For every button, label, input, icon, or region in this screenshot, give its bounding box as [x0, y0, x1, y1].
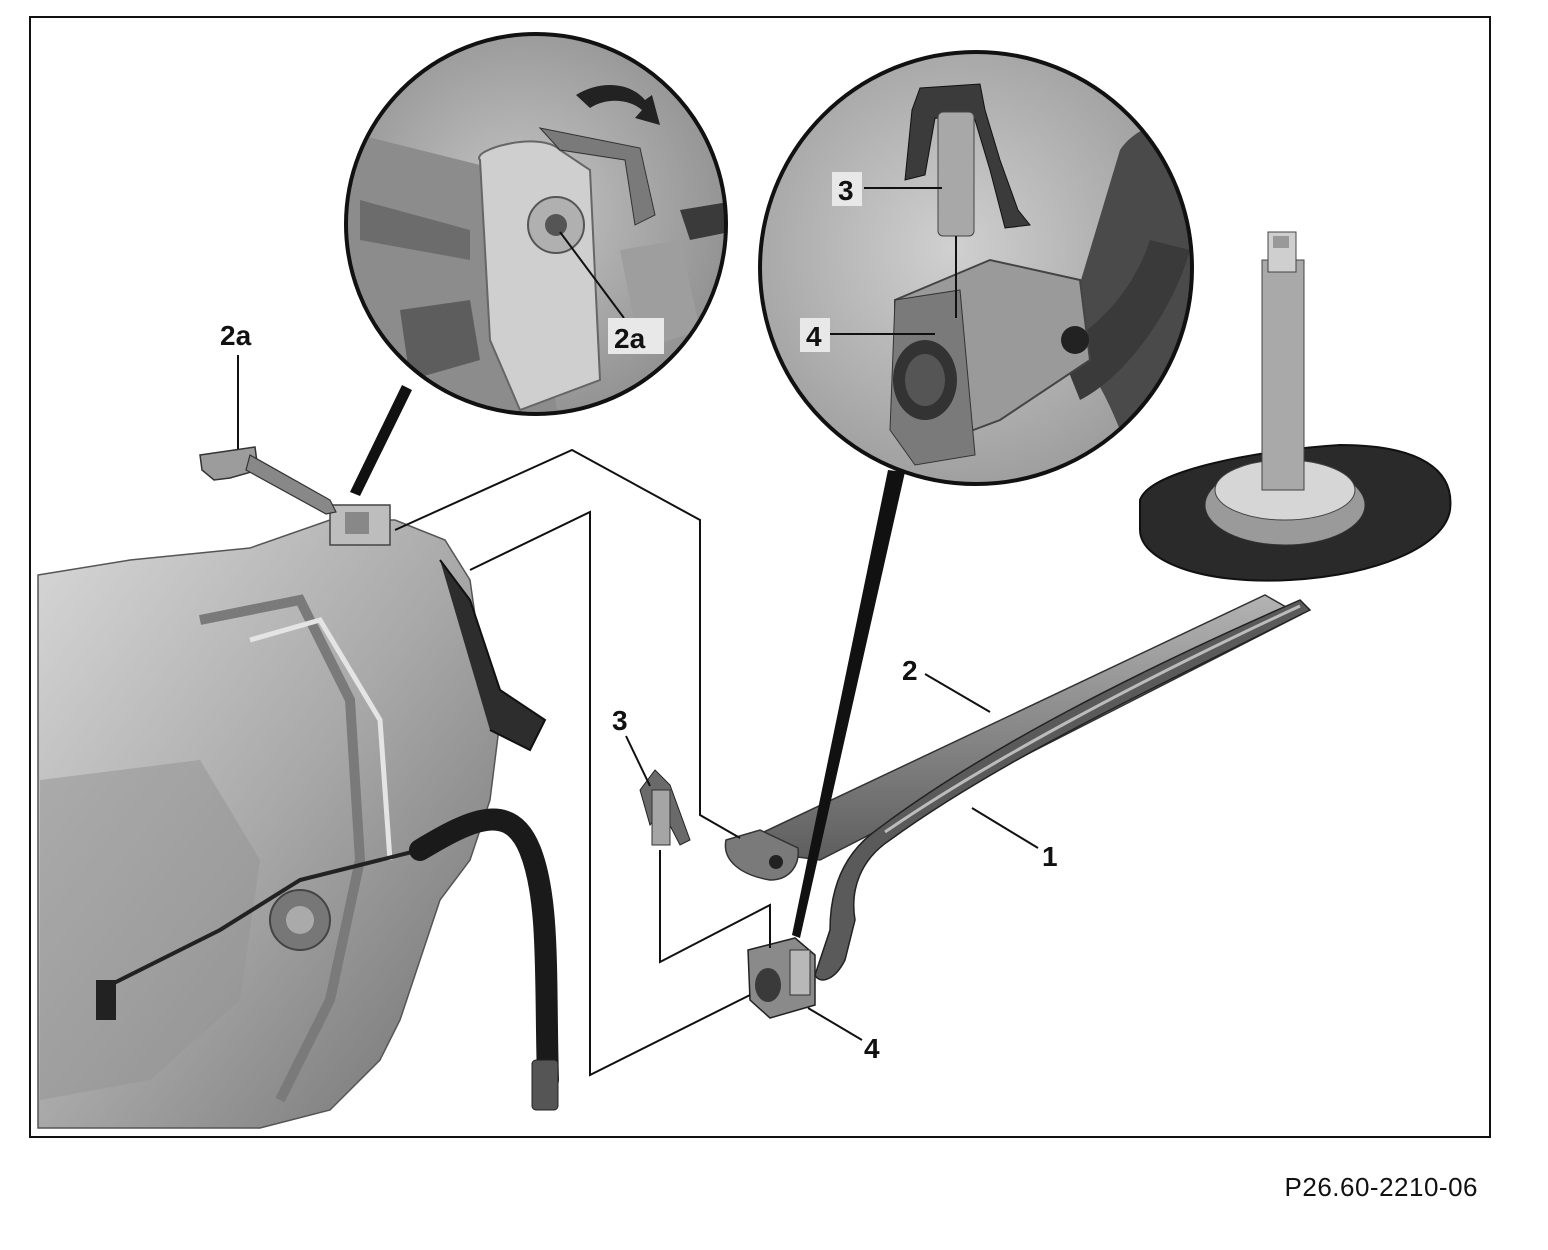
assembly-guide-lines: [394, 448, 771, 1077]
callout-3-main: 3: [612, 705, 628, 736]
callout-2a-detail: 2a: [614, 323, 646, 354]
detail-view-2a: 2a: [344, 32, 728, 496]
part-4-bushing: [747, 937, 816, 1019]
figure-reference-code: P26.60-2210-06: [1284, 1172, 1478, 1202]
part-3-clip: [639, 769, 691, 846]
shift-rod-1: [814, 599, 1312, 981]
transmission-housing: [37, 504, 559, 1129]
detail-view-3-4: 3 4: [758, 50, 1194, 938]
callout-2a-main: 2a: [220, 320, 252, 351]
callout-4-main: 4: [864, 1033, 880, 1064]
callout-1: 1: [1042, 841, 1058, 872]
figure-frame: [29, 16, 1491, 1138]
callout-3-detail: 3: [838, 175, 854, 206]
shift-rod-2: [724, 594, 1302, 881]
part-2a-bracket: [199, 355, 337, 515]
shift-lever-base: [1139, 231, 1452, 582]
callout-2: 2: [902, 655, 918, 686]
callout-4-detail: 4: [806, 321, 822, 352]
